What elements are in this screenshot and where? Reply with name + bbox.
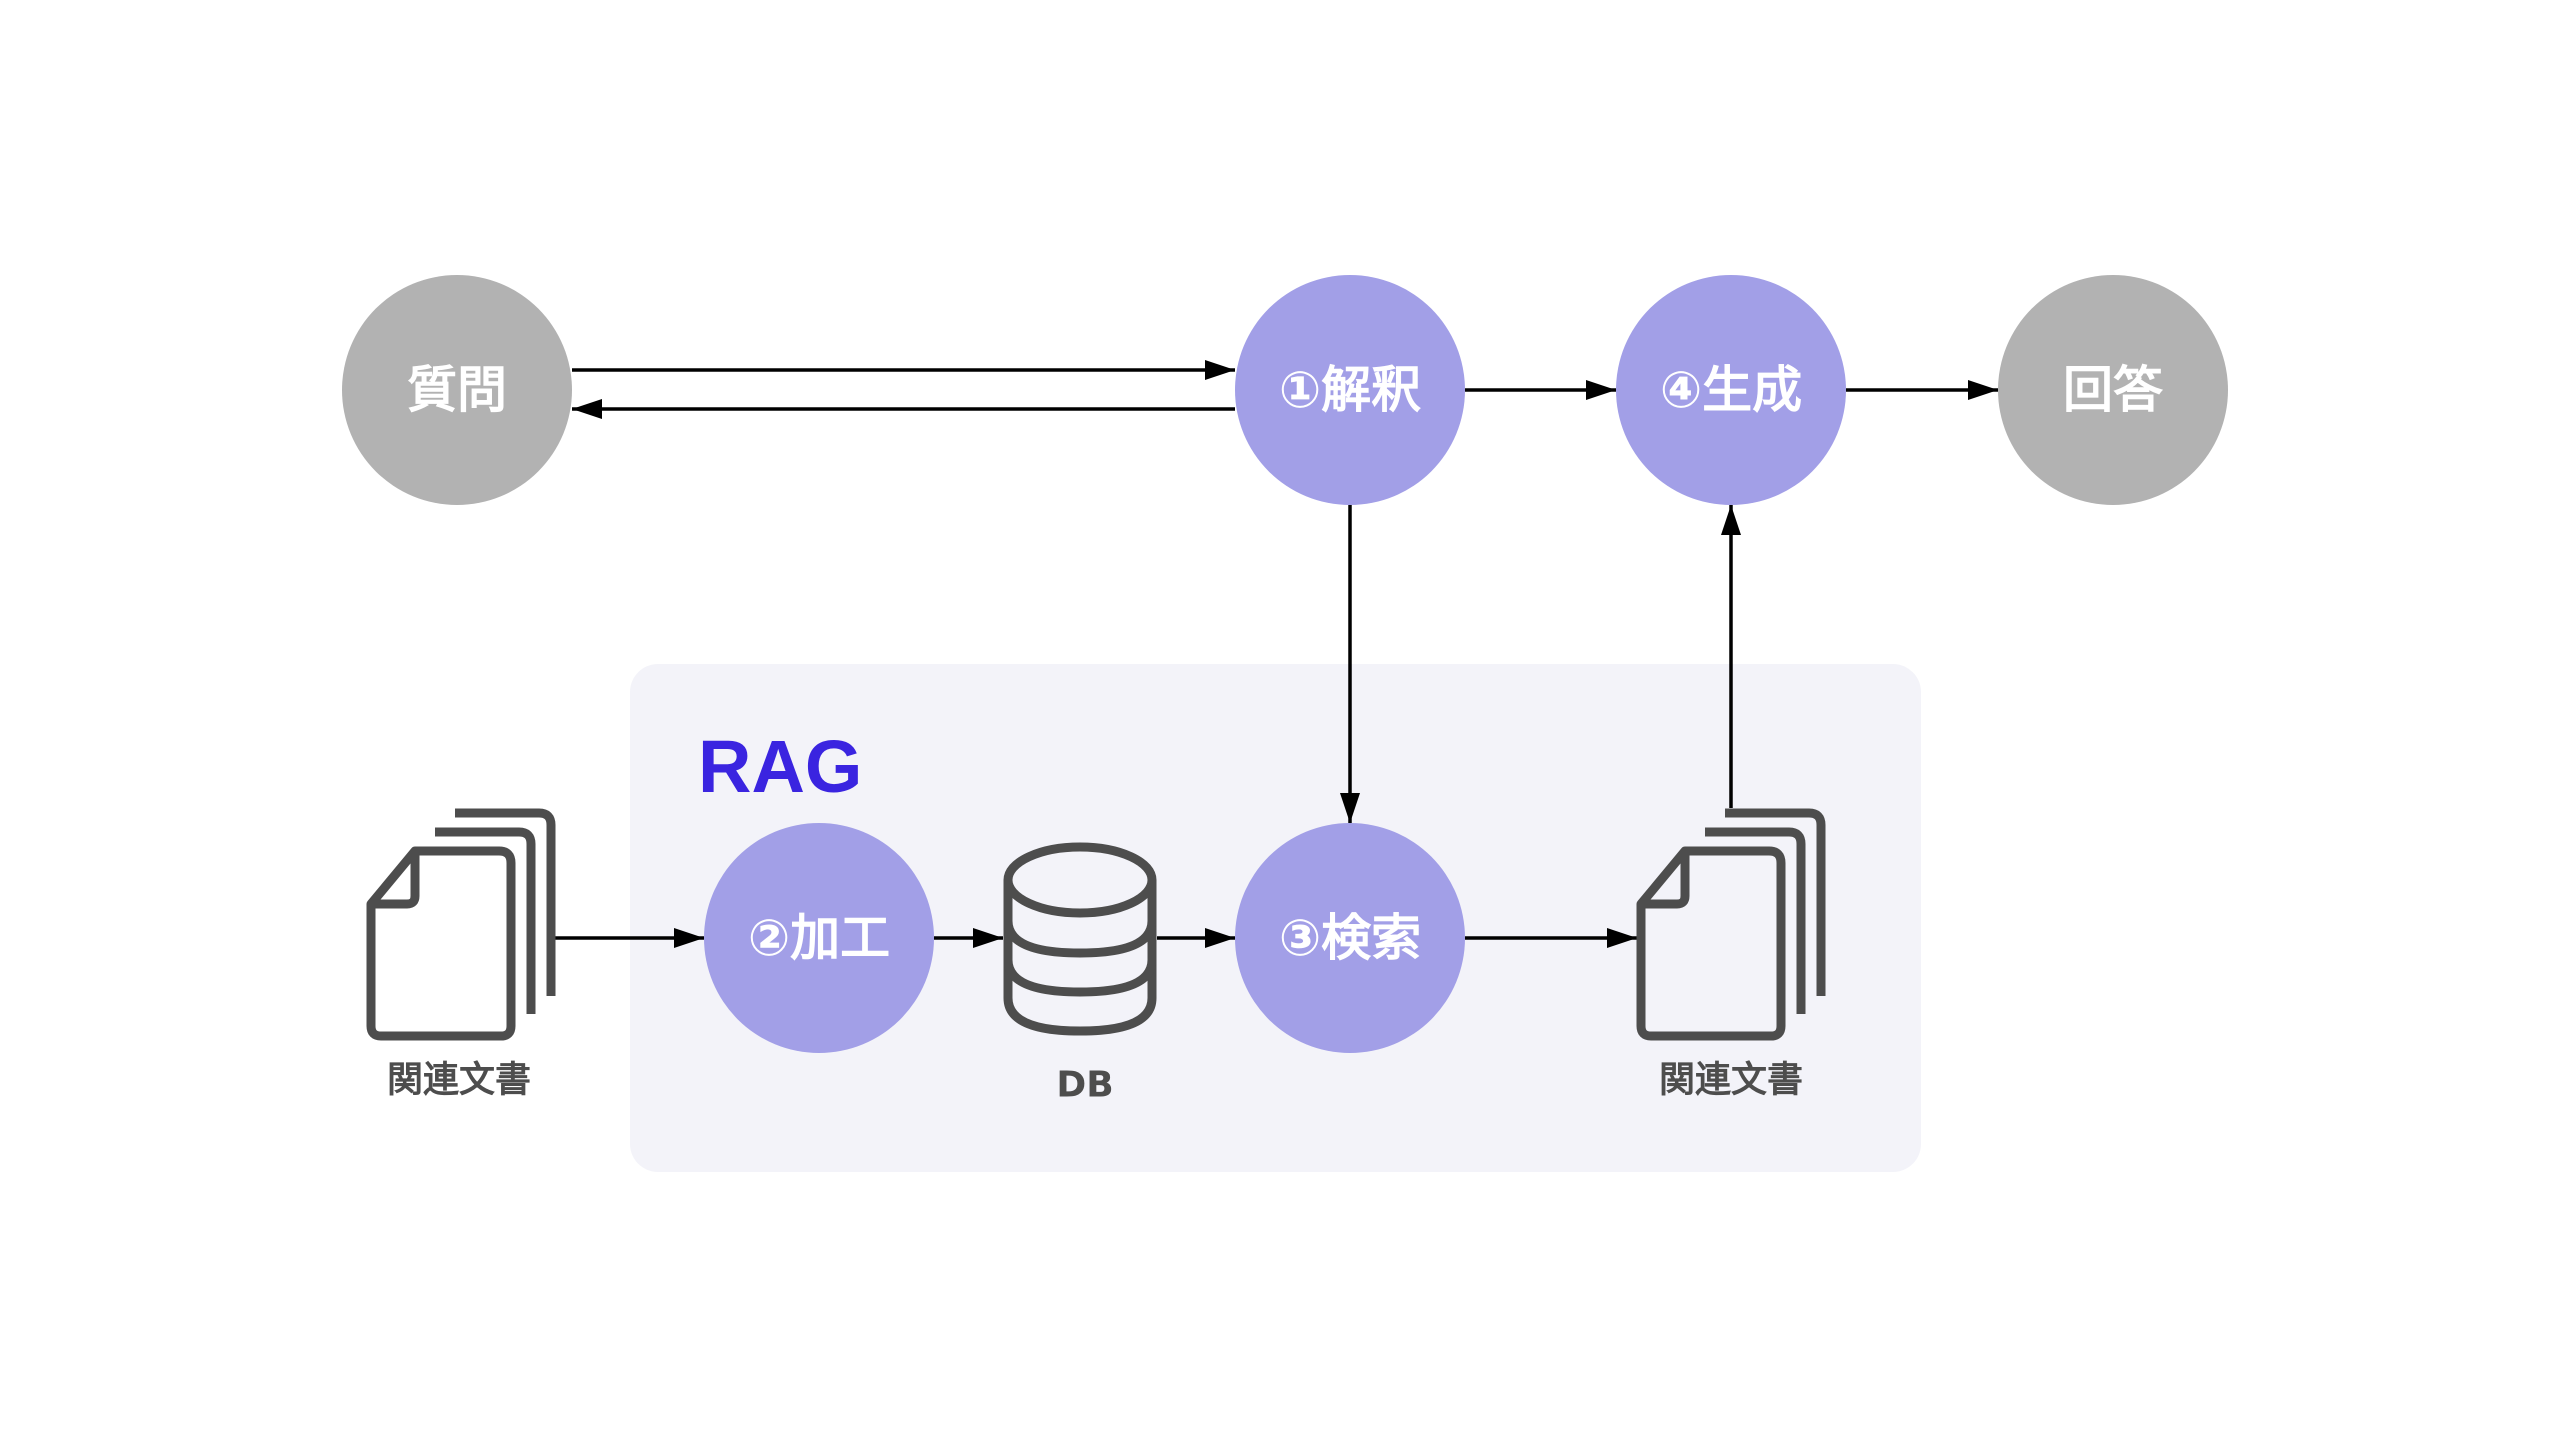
rag-title: RAG <box>698 725 862 808</box>
node-question-label: 質問 <box>407 361 507 419</box>
node-search: ③検索 <box>1235 823 1465 1053</box>
node-interpret-label: ①解釈 <box>1279 361 1421 419</box>
node-process-label: ②加工 <box>748 909 890 967</box>
node-answer: 回答 <box>1998 275 2228 505</box>
node-search-label: ③検索 <box>1279 909 1421 967</box>
node-interpret: ①解釈 <box>1235 275 1465 505</box>
documents-stack-icon <box>1636 808 1826 1041</box>
documents-stack-icon <box>366 808 556 1041</box>
source-docs-label: 関連文書 <box>387 1060 531 1101</box>
database-label: DB <box>1056 1065 1113 1106</box>
node-process: ②加工 <box>704 823 934 1053</box>
edges <box>553 360 1998 948</box>
node-generate-label: ④生成 <box>1660 361 1802 419</box>
node-generate: ④生成 <box>1616 275 1846 505</box>
retrieved-docs-label: 関連文書 <box>1659 1060 1803 1101</box>
node-question: 質問 <box>342 275 572 505</box>
database-icon <box>1003 842 1157 1036</box>
node-answer-label: 回答 <box>2063 361 2164 419</box>
